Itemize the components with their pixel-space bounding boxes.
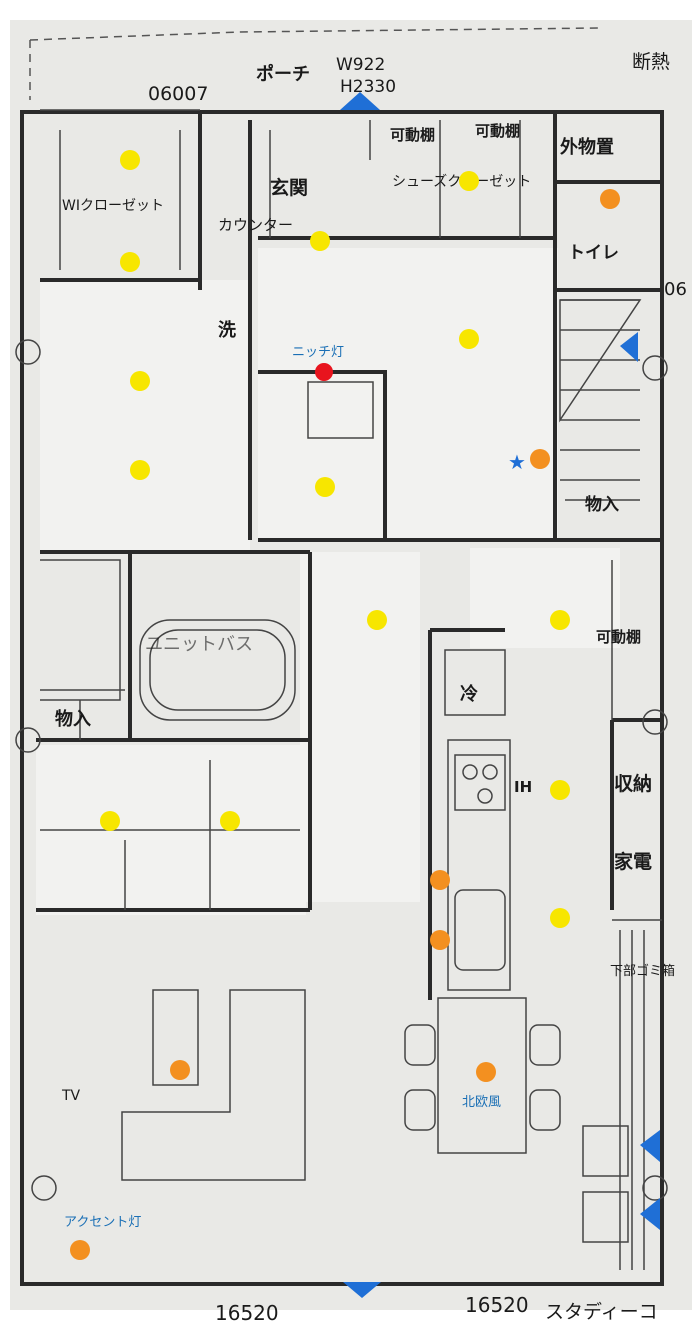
storage-left-label: 物入 — [55, 708, 91, 730]
toilet-label: トイレ — [568, 243, 619, 263]
ceiling-lights — [100, 150, 570, 928]
ih-label: IH — [514, 778, 532, 796]
top-number: 06007 — [148, 83, 208, 105]
dim-right: 16520 — [465, 1293, 529, 1317]
site-boundary — [29, 27, 601, 41]
genkan-label: 玄関 — [270, 176, 308, 199]
wash-sink — [307, 381, 374, 439]
wic-label: WIクローゼット — [62, 198, 164, 214]
kaden-label: 家電 — [614, 850, 652, 873]
dining-table — [437, 997, 527, 1154]
hall-patch — [258, 248, 558, 540]
downlight-5[interactable] — [170, 1060, 190, 1080]
ceiling-light-5[interactable] — [459, 329, 479, 349]
downlights — [70, 189, 620, 1260]
niche-light-label: ニッチ灯 — [292, 345, 344, 360]
fridge-label: 冷 — [460, 683, 478, 705]
lower-trash-label: 下部ゴミ箱 — [610, 963, 675, 979]
accent-light-label: アクセント灯 — [64, 1215, 141, 1230]
bathtub — [139, 619, 296, 721]
study-chair-2 — [582, 1191, 629, 1243]
ceiling-light-3[interactable] — [310, 231, 330, 251]
right-edge-number: 06 — [664, 279, 687, 300]
ceiling-light-8[interactable] — [315, 477, 335, 497]
corridor-patch — [300, 552, 420, 902]
ceiling-light-10[interactable] — [550, 610, 570, 630]
ceiling-light-1[interactable] — [120, 150, 140, 170]
ceiling-light-14[interactable] — [550, 908, 570, 928]
study-label: スタディーコ — [545, 1301, 658, 1323]
window-marker-study-1[interactable] — [640, 1130, 660, 1162]
counter-label: カウンター — [218, 216, 293, 234]
downlight-7[interactable] — [70, 1240, 90, 1260]
window-marker-study-2[interactable] — [640, 1198, 660, 1230]
ceiling-light-11[interactable] — [550, 780, 570, 800]
star-icon: ★ — [508, 452, 526, 474]
window-marker-top[interactable] — [340, 92, 380, 110]
danetsu-label: 断熱 — [632, 51, 670, 73]
shelf-label-2: 可動棚 — [475, 122, 520, 140]
ceiling-light-4[interactable] — [459, 171, 479, 191]
wash-label: 洗 — [218, 319, 236, 341]
downlight-3[interactable] — [430, 870, 450, 890]
sofa — [121, 989, 306, 1181]
fridge-box — [444, 649, 506, 716]
door-height: H2330 — [340, 77, 396, 97]
ceiling-light-12[interactable] — [100, 811, 120, 831]
shelf-label-1: 可動棚 — [390, 126, 435, 144]
window-marker-bottom[interactable] — [343, 1282, 381, 1298]
downlight-6[interactable] — [476, 1062, 496, 1082]
nordic-label: 北欧風 — [462, 1095, 501, 1110]
niche-light-dot[interactable] — [315, 363, 333, 381]
shelf-label-3: 可動棚 — [596, 628, 641, 646]
ldk-patch-left — [40, 280, 250, 552]
ceiling-light-6[interactable] — [130, 371, 150, 391]
downlight-4[interactable] — [430, 930, 450, 950]
downlight-1[interactable] — [600, 189, 620, 209]
dim-left: 16520 — [215, 1301, 279, 1325]
study-chair-1 — [582, 1125, 629, 1177]
ceiling-light-7[interactable] — [130, 460, 150, 480]
shuno-label: 収納 — [614, 772, 652, 795]
outdoor-storage-label: 外物置 — [560, 136, 614, 158]
ceiling-light-13[interactable] — [220, 811, 240, 831]
storage-stairs-label: 物入 — [585, 494, 619, 515]
coffee-table — [152, 989, 199, 1086]
window-marker-stairs[interactable] — [620, 332, 638, 362]
unit-bath-label: ユニットバス — [145, 634, 253, 655]
downlight-2[interactable] — [530, 449, 550, 469]
door-width: W922 — [336, 55, 385, 75]
ceiling-light-9[interactable] — [367, 610, 387, 630]
kitchen-counter — [447, 739, 511, 991]
tv-label: TV — [61, 1088, 81, 1104]
porch-label: ポーチ — [256, 63, 310, 85]
outer-wall — [20, 110, 664, 1286]
ceiling-light-2[interactable] — [120, 252, 140, 272]
